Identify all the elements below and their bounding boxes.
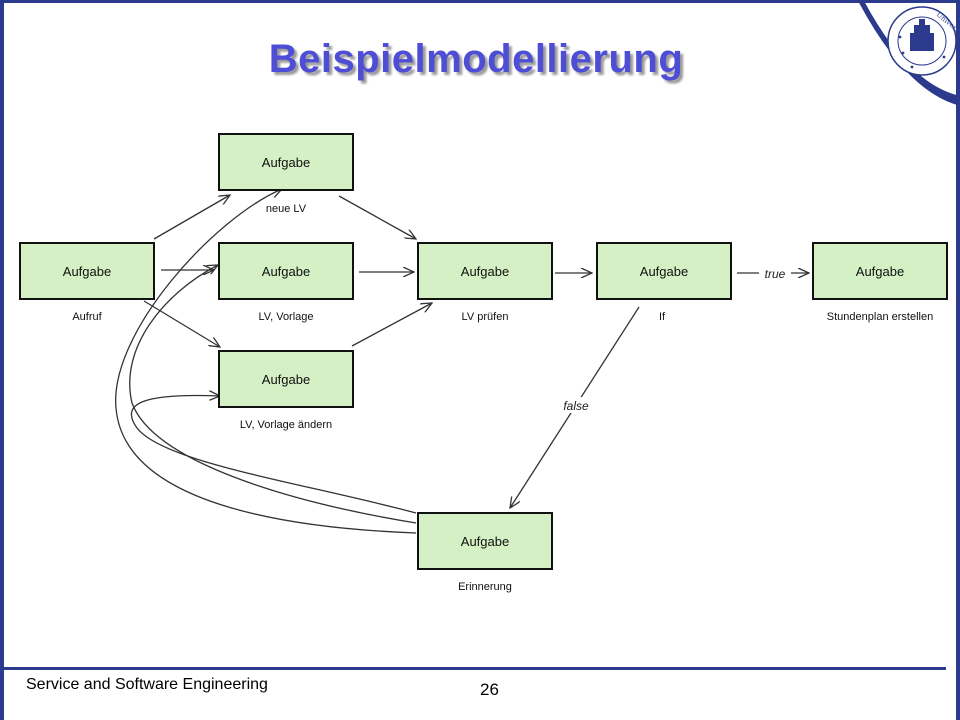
node-caption: LV, Vorlage bbox=[258, 311, 313, 323]
node-if[interactable]: Aufgabe If bbox=[596, 242, 732, 323]
node-type-label: Aufgabe bbox=[262, 372, 310, 387]
edge-erinnerung-lv-vorlage bbox=[129, 265, 417, 524]
node-box bbox=[417, 512, 553, 570]
node-box bbox=[19, 242, 155, 300]
footer-divider bbox=[4, 667, 946, 670]
node-box bbox=[218, 133, 354, 191]
node-caption: LV, Vorlage ändern bbox=[240, 419, 332, 431]
node-stundenplan-erstellen[interactable]: Aufgabe Stundenplan erstellen bbox=[812, 242, 948, 323]
node-caption: If bbox=[659, 311, 666, 323]
node-box bbox=[218, 242, 354, 300]
slide-title: Beispielmodellierung bbox=[268, 37, 684, 81]
node-type-label: Aufgabe bbox=[640, 264, 688, 279]
node-type-label: Aufgabe bbox=[262, 264, 310, 279]
footer-course-name: Service and Software Engineering bbox=[26, 676, 268, 693]
edge-erinnerung-neue-lv bbox=[115, 189, 417, 534]
edge-neue-lv-lv-pruefen bbox=[338, 195, 416, 239]
node-box bbox=[218, 350, 354, 408]
node-box bbox=[812, 242, 948, 300]
node-erinnerung[interactable]: Aufgabe Erinnerung bbox=[417, 512, 553, 593]
edge-label-false: false bbox=[563, 399, 589, 413]
edge-lv-vorlage-aendern-lv-pruefen bbox=[351, 303, 432, 347]
edge-aufruf-neue-lv bbox=[153, 195, 230, 240]
node-caption: neue LV bbox=[266, 203, 307, 215]
node-type-label: Aufgabe bbox=[461, 264, 509, 279]
node-lv-pruefen[interactable]: Aufgabe LV prüfen bbox=[417, 242, 553, 323]
node-caption: LV prüfen bbox=[462, 311, 509, 323]
node-caption: Stundenplan erstellen bbox=[827, 311, 933, 323]
node-type-label: Aufgabe bbox=[461, 534, 509, 549]
node-neue-lv[interactable]: Aufgabe neue LV bbox=[218, 133, 354, 215]
node-lv-vorlage-aendern[interactable]: Aufgabe LV, Vorlage ändern bbox=[218, 350, 354, 431]
node-type-label: Aufgabe bbox=[856, 264, 904, 279]
node-type-label: Aufgabe bbox=[262, 155, 310, 170]
node-box bbox=[596, 242, 732, 300]
node-lv-vorlage[interactable]: Aufgabe LV, Vorlage bbox=[218, 242, 354, 323]
page-number: 26 bbox=[480, 680, 499, 699]
university-logo-icon: Universität Potsdam bbox=[859, 3, 956, 105]
node-type-label: Aufgabe bbox=[63, 264, 111, 279]
node-box bbox=[417, 242, 553, 300]
edge-label-true: true bbox=[765, 267, 786, 281]
process-diagram: true false Aufgabe Aufruf Aufgabe neue L… bbox=[19, 133, 948, 593]
node-caption: Aufruf bbox=[72, 311, 102, 323]
node-aufruf[interactable]: Aufgabe Aufruf bbox=[19, 242, 155, 323]
node-caption: Erinnerung bbox=[458, 581, 512, 593]
edge-aufruf-lv-vorlage-aendern bbox=[143, 300, 220, 347]
edge-erinnerung-lv-vorlage-aendern bbox=[130, 395, 417, 514]
